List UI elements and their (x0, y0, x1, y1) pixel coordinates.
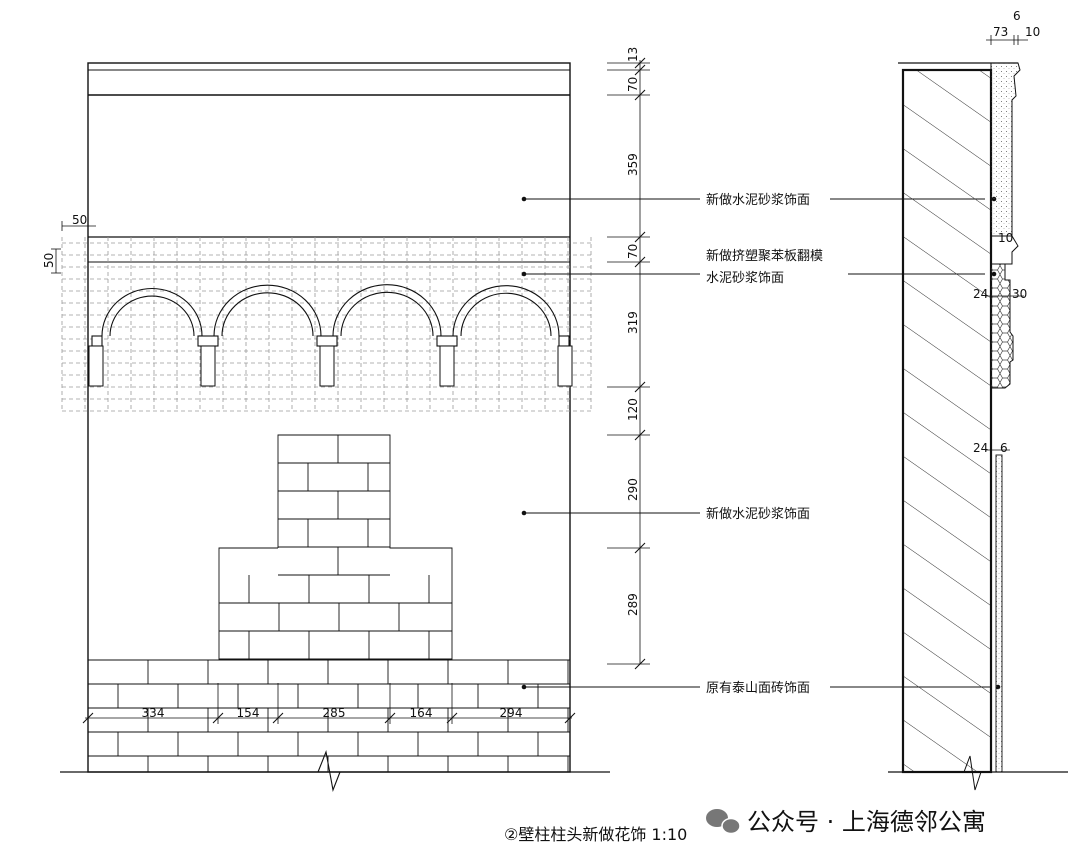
dim-tick (634, 57, 646, 69)
column-capital (558, 335, 570, 347)
vertical-dim-label: 319 (626, 311, 640, 334)
arch-inner (109, 295, 195, 337)
dim-24-low: 24 (973, 441, 988, 455)
horizontal-dim-label: 334 (142, 706, 165, 720)
column-capital (91, 335, 103, 347)
left-dimension-50-top: 50 (61, 213, 96, 231)
dim-tick (634, 89, 646, 101)
dim-tick (634, 429, 646, 441)
dim-6-low: 6 (1000, 441, 1008, 455)
dim-24-mid: 24 (973, 287, 988, 301)
column-shaft (88, 345, 104, 387)
note-cement-mortar-3: 新做水泥砂浆饰面 (706, 506, 810, 522)
left-dimension-50-side: 50 (42, 248, 61, 274)
dim-tick (564, 712, 576, 724)
note-3: 新做水泥砂浆饰面 (521, 506, 810, 522)
section-view: 6 73 10 10 24 30 24 6 (888, 9, 1068, 791)
note-existing-tile: 原有泰山面砖饰面 (706, 681, 810, 696)
elevation-view: 50 50 13 70 359 70 319 120 290 289 334 154 285 164… (42, 47, 1001, 793)
dim-10-mid: 10 (998, 231, 1013, 245)
dim-tick (384, 712, 396, 724)
dim-6-top: 6 (1013, 9, 1021, 23)
vertical-dimension-chain: 13 70 359 70 319 120 290 289 (607, 47, 650, 670)
column-shaft (319, 345, 335, 387)
left-dim-top-label: 50 (72, 213, 87, 227)
tile-layer (995, 454, 1003, 773)
note-xps-formwork: 新做挤塑聚苯板翻模 (706, 248, 823, 264)
dim-tick (634, 542, 646, 554)
arch-outer (213, 284, 322, 337)
vertical-dim-label: 70 (626, 244, 640, 259)
drawing-title: ②壁柱柱头新做花饰 1:10 (504, 825, 687, 844)
vertical-dim-label: 289 (626, 593, 640, 616)
arch-outer (101, 288, 203, 337)
dim-tick (272, 712, 284, 724)
vertical-dim-label: 290 (626, 478, 640, 501)
horizontal-dimension-chain: 334 154 285 164 294 (82, 683, 576, 724)
arcade-ornament (88, 284, 573, 387)
drawing-title-text: ②壁柱柱头新做花饰 1:10 (504, 825, 687, 844)
dim-tick (634, 381, 646, 393)
dim-tick (446, 712, 458, 724)
horizontal-dim-label: 285 (323, 706, 346, 720)
dim-30: 30 (1012, 287, 1027, 301)
dim-73: 73 (993, 25, 1008, 39)
formwork-grid (61, 237, 592, 412)
vertical-dim-label: 359 (626, 153, 640, 176)
note-cement-mortar-1: 新做水泥砂浆饰面 (706, 192, 810, 208)
column-capital (436, 335, 458, 347)
horizontal-dim-label: 294 (500, 706, 523, 720)
dim-tick (634, 658, 646, 670)
brick-outline (218, 434, 453, 661)
left-dim-side-label: 50 (42, 253, 56, 268)
section-dimensions: 6 73 10 10 24 30 24 6 (973, 9, 1040, 455)
watermark-text: 公众号 · 上海德邻公寓 (747, 808, 986, 836)
break-mark (317, 750, 341, 793)
arch-inner (221, 292, 314, 337)
vertical-dim-label: 13 (626, 47, 640, 62)
dim-tick (82, 712, 94, 724)
column-capital (316, 335, 338, 347)
xps-foam-layer (990, 263, 1014, 389)
section-edge-upper (1005, 235, 1019, 265)
vertical-dim-label: 70 (626, 77, 640, 92)
vertical-dim-label: 120 (626, 398, 640, 421)
horizontal-dim-label: 154 (237, 706, 260, 720)
column-shaft (200, 345, 216, 387)
section-break-mark (963, 755, 982, 791)
brick-pattern (88, 434, 570, 772)
dim-tick (634, 231, 646, 243)
arch-outer (332, 284, 442, 337)
watermark: 公众号 · 上海德邻公寓 (706, 808, 986, 836)
arch-inner (460, 292, 552, 337)
column-shaft (557, 345, 573, 387)
arch-outer (452, 285, 560, 337)
horizontal-dim-label: 164 (410, 706, 433, 720)
pilaster-outline (87, 62, 571, 773)
dim-tick (634, 64, 646, 76)
column-capital (197, 335, 219, 347)
dim-tick (634, 256, 646, 268)
arch-inner (340, 291, 434, 337)
mortar-layer (990, 62, 1021, 237)
dim-10-top: 10 (1025, 25, 1040, 39)
note-cement-mortar-2: 水泥砂浆饰面 (706, 271, 784, 286)
wall-hatch (903, 70, 991, 772)
column-shaft (439, 345, 455, 387)
dim-tick (212, 712, 224, 724)
wechat-icon (706, 809, 741, 835)
